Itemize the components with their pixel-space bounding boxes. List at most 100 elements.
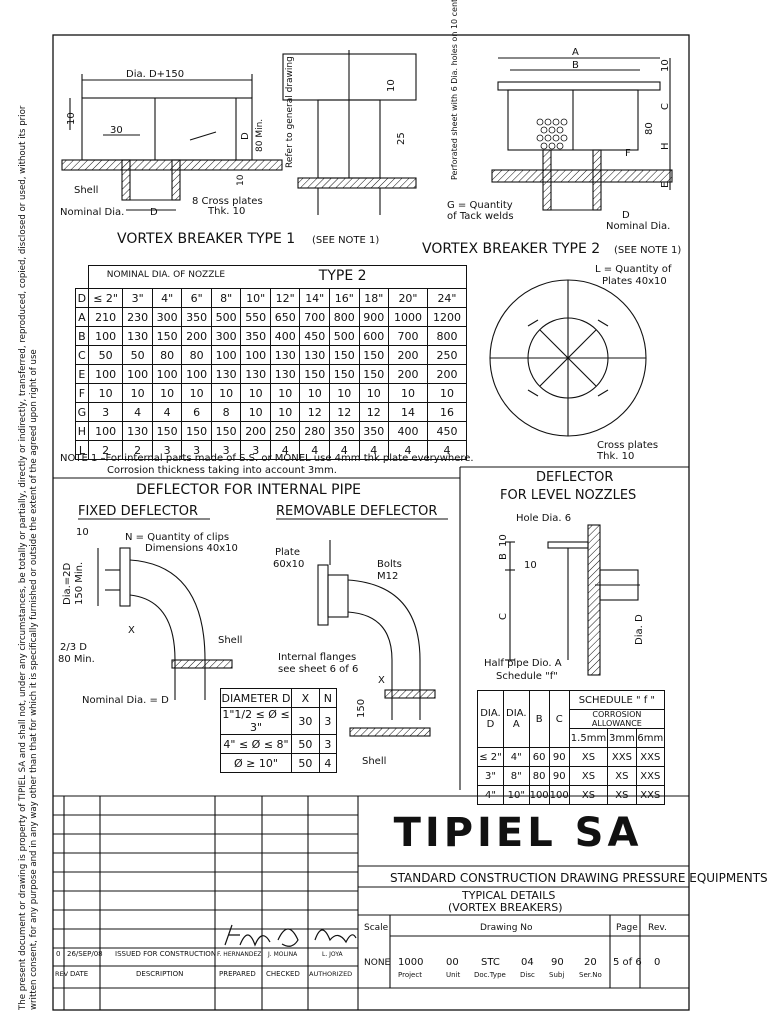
- rev-desc: ISSUED FOR CONSTRUCTION: [115, 950, 216, 958]
- type2-cell: 400: [269, 326, 301, 346]
- type2-col: 20": [388, 288, 428, 308]
- vb1-side-10: 10: [386, 79, 397, 92]
- vb2-nominal: Nominal Dia.: [606, 221, 670, 232]
- vb1-shell-label: Shell: [74, 185, 98, 196]
- rem-see-sheet: see sheet 6 of 6: [278, 664, 358, 675]
- schedule-cell: XS: [568, 747, 609, 767]
- type2-header-right: TYPE 2: [318, 268, 367, 284]
- type2-cell: 700: [299, 307, 330, 327]
- type2-cell: 450: [426, 421, 468, 441]
- fixed-dia-2d: Dia.=2D: [62, 562, 73, 605]
- vb2-h: H: [660, 142, 671, 150]
- type2-cell: 100: [87, 421, 124, 441]
- vb2-cross-plates: Cross plates: [597, 440, 658, 451]
- tb-page: 5 of 6: [613, 957, 642, 968]
- type2-cell: 4: [299, 440, 330, 460]
- dwg-subj: 90: [551, 957, 564, 968]
- sch-h-2: 3mm: [607, 728, 637, 748]
- type2-cell: 350: [328, 421, 360, 441]
- hdr-checked: CHECKED: [266, 970, 300, 978]
- type2-col: 24": [426, 288, 468, 308]
- removable-deflector-drawing: [317, 540, 436, 737]
- type2-cell: A: [75, 307, 89, 327]
- type2-cell: 12: [299, 402, 330, 422]
- type2-cell: 550: [240, 307, 271, 327]
- type2-cell: 130: [269, 364, 301, 384]
- company-logo: TIPIEL SA: [393, 810, 643, 856]
- type2-cell: 300: [210, 326, 242, 346]
- rem-150: 150: [356, 699, 367, 718]
- vb1-d: D: [150, 207, 158, 218]
- level-schedule: Schedule "f": [496, 671, 558, 682]
- type2-cell: 2: [122, 440, 153, 460]
- type2-cell: 8: [210, 402, 242, 422]
- schedule-cell: XXS: [635, 747, 666, 767]
- vb2-plates: Plates 40x10: [602, 276, 667, 287]
- type2-cell: 10: [299, 383, 330, 403]
- schedule-cell: XS: [607, 766, 637, 786]
- type2-cell: 150: [358, 345, 390, 365]
- rem-plate-size: 60x10: [273, 559, 304, 570]
- xn-cell: 1"1/2 ≤ Ø ≤ 3": [220, 707, 292, 735]
- type2-cell: 2: [87, 440, 124, 460]
- type2-cell: 4: [328, 440, 360, 460]
- type2-cell: 150: [328, 364, 360, 384]
- type2-cell: 10: [240, 383, 271, 403]
- sch-h-c: C: [548, 690, 570, 748]
- type2-col-headers: D ≤ 2" 3" 4" 6" 8" 10" 12" 14" 16" 18" 2…: [75, 288, 468, 308]
- type2-cell: 150: [328, 345, 360, 365]
- xn-cell: 4" ≤ Ø ≤ 8": [220, 734, 292, 754]
- type2-cell: 130: [210, 364, 242, 384]
- type2-cell: 100: [87, 326, 124, 346]
- rev-authorized: L. JOYA: [322, 951, 344, 958]
- vb2-c: C: [660, 103, 671, 110]
- level-c: C: [498, 613, 509, 620]
- type2-cell: 50: [87, 345, 124, 365]
- rem-plate: Plate: [275, 547, 300, 558]
- dwg-serno: 20: [584, 957, 597, 968]
- title-block-grid: [53, 795, 689, 1010]
- hdr-authorized: AUTHORIZED: [309, 970, 352, 978]
- type2-cell: 6: [181, 402, 212, 422]
- type2-cell: 400: [388, 421, 428, 441]
- type2-col: D: [75, 288, 89, 308]
- fixed-min80: 80 Min.: [58, 654, 95, 665]
- type2-table: NOMINAL DIA. OF NOZZLE TYPE 2 D ≤ 2" 3" …: [75, 265, 468, 460]
- type2-cell: 500: [328, 326, 360, 346]
- type2-cell: 10: [87, 383, 124, 403]
- type2-col: 16": [328, 288, 360, 308]
- type2-cell: 150: [181, 421, 212, 441]
- type2-cell: G: [75, 402, 89, 422]
- tb-vortex: (VORTEX BREAKERS): [448, 901, 563, 914]
- tb-scale-label: Scale: [364, 923, 389, 933]
- type2-cell: 12: [328, 402, 360, 422]
- dwg-label-project: Project: [398, 971, 422, 979]
- signatures: [224, 924, 357, 947]
- fixed-nominal: Nominal Dia. = D: [82, 695, 169, 706]
- fixed-shell: Shell: [218, 635, 242, 646]
- type2-cell: 150: [151, 421, 183, 441]
- type2-cell: 10: [358, 383, 390, 403]
- vb2-tack: of Tack welds: [447, 211, 514, 222]
- vb1-title-note: (SEE NOTE 1): [312, 235, 379, 246]
- def-level-title2: FOR LEVEL NOZZLES: [500, 488, 636, 503]
- level-10b: 10: [524, 560, 537, 571]
- schedule-cell: 60: [528, 747, 550, 767]
- type2-cell: 350: [240, 326, 271, 346]
- type2-cell: 250: [269, 421, 301, 441]
- schedule-cell: 4": [502, 747, 530, 767]
- sch-h-b: B: [528, 690, 550, 748]
- tb-rev-label: Rev.: [648, 923, 667, 933]
- type2-col: 10": [240, 288, 271, 308]
- vb2-dim10: 10: [660, 59, 671, 72]
- type2-cell: H: [75, 421, 89, 441]
- type2-cell: 130: [269, 345, 301, 365]
- rev-no: 0: [56, 950, 60, 958]
- type2-cell: 210: [87, 307, 124, 327]
- type2-cell: 10: [426, 383, 468, 403]
